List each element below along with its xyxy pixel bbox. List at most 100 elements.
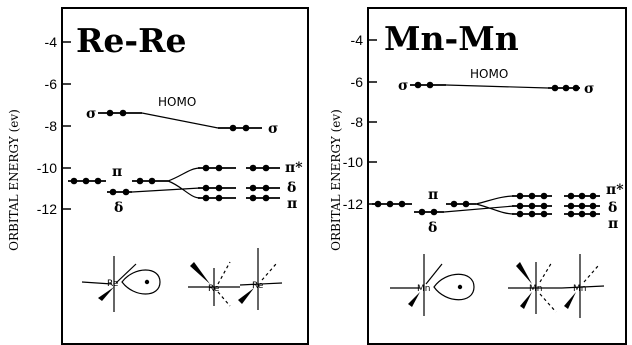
electron — [414, 81, 422, 89]
correlation-line — [475, 203, 515, 215]
tick-label: -6 — [351, 74, 364, 90]
electron — [567, 192, 575, 200]
electron — [229, 124, 237, 132]
tick-label: -12 — [37, 201, 57, 217]
panel-frame — [61, 7, 309, 345]
atom-label: Mn — [417, 284, 430, 294]
electron — [386, 200, 394, 208]
electron — [262, 194, 270, 202]
correlation-line — [445, 84, 549, 89]
homo-label: HOMO — [470, 67, 508, 81]
sigma-label-right: σ — [584, 81, 594, 97]
pi-star-label-right: π* — [606, 182, 624, 198]
electron — [249, 184, 257, 192]
tick-label: -4 — [45, 34, 58, 50]
tick-label: -8 — [45, 118, 58, 134]
pi-star-label-right: π* — [285, 160, 303, 176]
electron — [426, 81, 434, 89]
electron — [215, 164, 223, 172]
panel-re-re: ORBITAL ENERGY (ev) -4 -6 -8 -10 -12 Re -… — [7, 7, 309, 345]
electron — [242, 124, 250, 132]
electron — [418, 208, 426, 216]
pi-label-right: π — [608, 216, 618, 232]
electron — [70, 177, 78, 185]
electron — [119, 109, 127, 117]
electron — [430, 208, 438, 216]
electron — [215, 184, 223, 192]
electron — [516, 210, 524, 218]
dashed-bond — [217, 291, 231, 307]
wedge-bond — [98, 287, 114, 301]
wedge-bond — [516, 262, 532, 284]
orbital-lobe — [121, 269, 161, 295]
y-axis: -4 -6 -8 -10 -12 — [343, 32, 377, 212]
mn-dimer-sketch: Mn Mn — [508, 254, 605, 318]
sigma-label-left: σ — [398, 78, 408, 94]
electron — [516, 192, 524, 200]
panel-frame — [367, 7, 627, 345]
electron — [202, 184, 210, 192]
bond — [561, 285, 605, 289]
mn-fragment-sketch: Mn — [390, 254, 475, 316]
correlation-line — [443, 205, 515, 213]
electron — [109, 188, 117, 196]
bond — [425, 263, 443, 285]
tick-label: -6 — [45, 76, 58, 92]
electron — [215, 194, 223, 202]
electron — [122, 188, 130, 196]
dashed-bond — [217, 261, 231, 285]
electron — [540, 210, 548, 218]
re-dimer-sketch: Re Re — [188, 248, 283, 310]
y-axis-label: ORBITAL ENERGY (ev) — [7, 109, 21, 251]
delta-label-left: δ — [428, 220, 437, 236]
electron — [106, 109, 114, 117]
electron — [262, 164, 270, 172]
wedge-bond — [238, 288, 254, 304]
electron — [144, 279, 150, 285]
electron — [528, 192, 536, 200]
electron — [589, 202, 597, 210]
electron — [249, 164, 257, 172]
electron — [528, 202, 536, 210]
pi-label-left: π — [112, 164, 122, 180]
panel-title: Mn-Mn — [384, 19, 519, 58]
electron — [562, 84, 570, 92]
orbital-lobe — [433, 273, 475, 301]
tick-label: -10 — [343, 154, 363, 170]
electron — [589, 192, 597, 200]
pi-label-left: π — [428, 187, 438, 203]
dashed-bond — [583, 265, 599, 283]
electron — [94, 177, 102, 185]
pi-label-right: π — [287, 196, 297, 212]
dashed-bond — [539, 261, 553, 283]
correlation-line — [141, 112, 219, 129]
sigma-label-left: σ — [86, 106, 96, 122]
dashed-bond — [261, 263, 277, 281]
y-axis: -4 -6 -8 -10 -12 — [37, 34, 71, 217]
electron — [540, 202, 548, 210]
electron — [578, 210, 586, 218]
electron — [572, 84, 580, 92]
dashed-bond — [539, 293, 557, 313]
tick-label: -4 — [351, 32, 364, 48]
electron — [249, 194, 257, 202]
electron — [262, 184, 270, 192]
tick-label: -8 — [351, 114, 364, 130]
atom-label: Re — [107, 279, 119, 289]
sigma-label-right: σ — [268, 121, 278, 137]
atom-label: Mn — [529, 284, 542, 294]
electron — [578, 202, 586, 210]
panel-mn-mn: ORBITAL ENERGY (ev) -4 -6 -8 -10 -12 Mn-… — [329, 7, 627, 345]
electron — [462, 200, 470, 208]
electron — [578, 192, 586, 200]
delta-label-right: δ — [287, 180, 296, 196]
delta-label-right: δ — [608, 200, 617, 216]
delta-label-left: δ — [114, 200, 123, 216]
correlation-line — [475, 195, 515, 205]
electron — [528, 210, 536, 218]
bond — [239, 282, 283, 286]
wedge-bond — [190, 262, 210, 284]
homo-label: HOMO — [158, 95, 196, 109]
atom-label: Re — [208, 284, 220, 294]
atom-label: Re — [252, 281, 264, 291]
